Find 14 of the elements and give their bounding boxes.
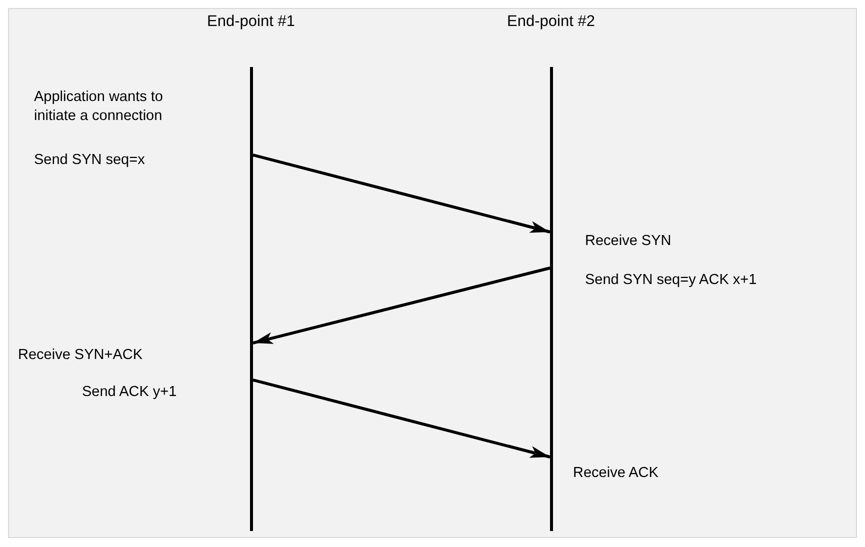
lifeline [550,67,553,531]
lifeline [250,67,253,531]
participant-label: End-point #2 [507,13,595,31]
arrow [252,378,550,458]
message-label: Receive ACK [573,464,658,483]
message-label: Application wants to initiate a connection [34,88,164,126]
message-label: Send SYN seq=x [34,151,145,170]
participant-label: End-point #1 [207,13,295,31]
message-label: Send SYN seq=y ACK x+1 [585,271,757,290]
message-label: Send ACK y+1 [82,383,177,402]
arrow [252,154,550,234]
arrow [252,266,550,344]
message-label: Receive SYN+ACK [18,346,143,365]
message-label: Receive SYN [585,232,672,251]
